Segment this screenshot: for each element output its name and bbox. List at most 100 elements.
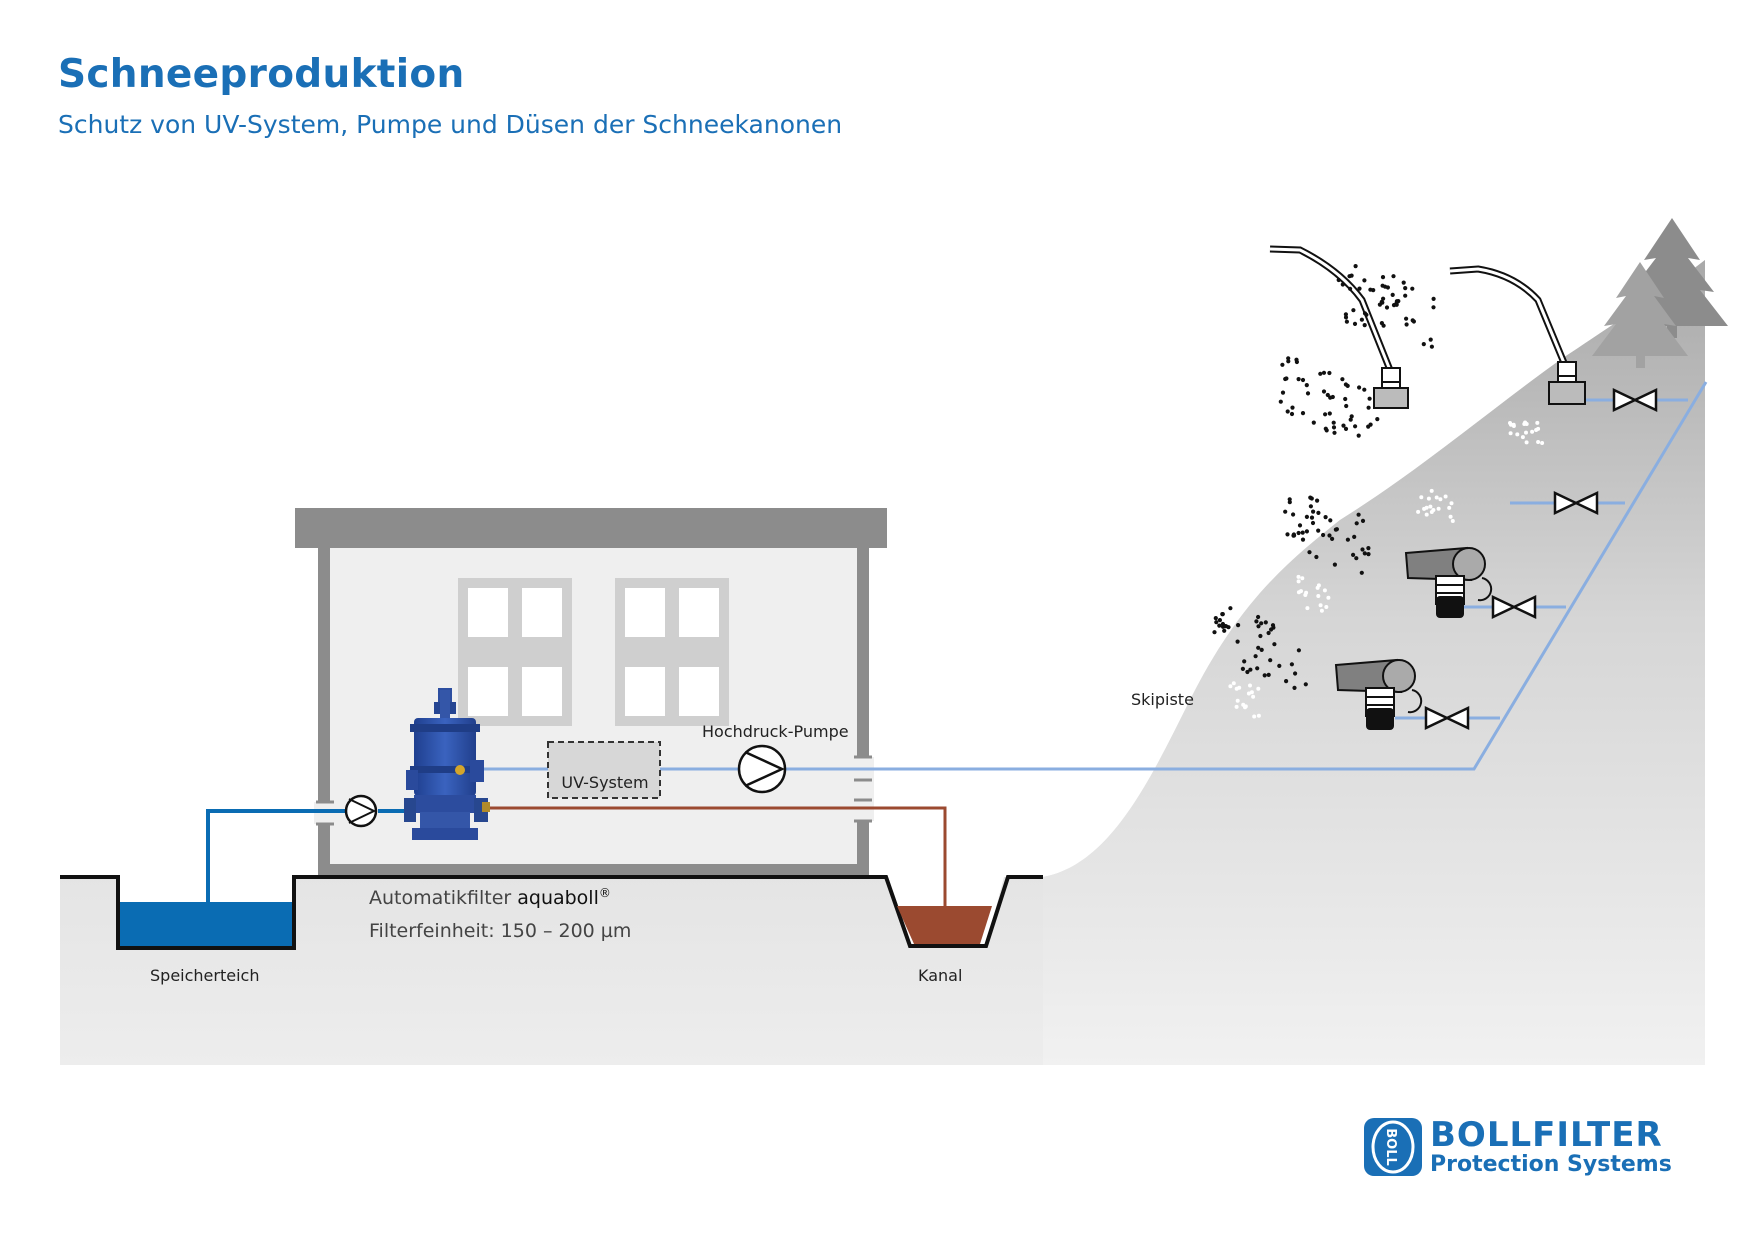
snow-particle <box>1286 356 1291 361</box>
snow-particle <box>1359 570 1364 575</box>
snow-particle <box>1360 518 1366 524</box>
snow-particle <box>1305 391 1311 396</box>
snow-particle <box>1314 554 1319 560</box>
main-supply-pipe <box>470 381 1708 771</box>
snow-particle <box>1255 666 1260 671</box>
snow-particle <box>1359 317 1364 322</box>
snow-particle <box>1318 371 1323 376</box>
snow-particle <box>1323 412 1328 417</box>
snow-particle <box>1217 623 1222 628</box>
valve-icon <box>1553 491 1599 515</box>
snow-particle <box>1424 512 1429 517</box>
snow-particle <box>1356 433 1361 438</box>
hp-pump-label: Hochdruck-Pumpe <box>702 722 849 741</box>
snow-particle <box>1351 552 1356 558</box>
snow-particle <box>1328 518 1333 523</box>
reservoir-label: Speicherteich <box>150 966 259 985</box>
snow-particle <box>1443 494 1448 499</box>
window <box>615 578 729 726</box>
snow-particle <box>1234 686 1239 691</box>
snow-particle <box>1348 286 1353 291</box>
snow-particle <box>1308 504 1313 509</box>
snow-particle <box>1256 645 1261 650</box>
snow-particle <box>1287 500 1292 505</box>
snow-particle <box>1353 424 1358 429</box>
snow-particle <box>1258 633 1263 639</box>
snow-lance-icon <box>1269 245 1409 409</box>
snow-particle <box>1404 316 1409 321</box>
snow-particle <box>1429 488 1434 493</box>
snow-particle <box>1323 515 1328 520</box>
pump-icon <box>737 744 787 794</box>
snow-particle <box>1243 705 1247 710</box>
snow-particle <box>1410 286 1415 291</box>
snow-particle <box>1286 359 1291 364</box>
snow-particle <box>1368 287 1373 292</box>
automatic-filter-icon <box>404 688 490 840</box>
snow-particle <box>1448 514 1453 519</box>
snow-particle <box>1438 497 1443 502</box>
snow-particle <box>1324 428 1329 433</box>
snow-particle <box>1311 420 1316 425</box>
snow-particle <box>1235 698 1240 703</box>
snow-particle <box>1336 277 1341 283</box>
snow-particle <box>1327 370 1332 376</box>
window <box>458 578 572 726</box>
snow-particle <box>1403 293 1408 298</box>
valve-icon <box>1491 595 1537 619</box>
snow-particle <box>1272 642 1277 647</box>
valve-icon <box>1424 706 1470 730</box>
snow-particle <box>1431 296 1436 301</box>
snow-particle <box>1309 515 1315 520</box>
snow-particle <box>1508 431 1513 436</box>
snow-lance-icon <box>1449 265 1586 405</box>
snow-particle <box>1283 509 1288 514</box>
snow-particle <box>1259 621 1264 626</box>
snow-particle <box>1349 414 1354 419</box>
snow-particle <box>1401 280 1406 285</box>
snow-particle <box>1235 639 1240 644</box>
snow-particle <box>1307 550 1312 555</box>
intake-pipe <box>206 809 346 902</box>
snow-particle <box>1362 311 1368 316</box>
snow-particle <box>1540 441 1545 445</box>
snow-particle <box>1344 319 1349 324</box>
snow-particle <box>1296 377 1301 382</box>
snow-cannon-icon <box>1334 658 1423 730</box>
snow-particle <box>1357 286 1362 291</box>
snow-particle <box>1404 322 1409 327</box>
page-title: Schneeproduktion <box>58 52 465 97</box>
snow-particle <box>1522 422 1527 426</box>
snow-particle <box>1381 323 1386 328</box>
snow-particle <box>1280 362 1285 367</box>
pump-house <box>295 508 887 876</box>
snow-particle <box>1296 579 1301 584</box>
boll-emblem-icon: BOLL <box>1364 1118 1422 1176</box>
snow-particle <box>1332 562 1337 567</box>
snow-particle <box>1242 659 1247 664</box>
snow-particle <box>1297 523 1303 528</box>
snow-particle <box>1318 603 1323 608</box>
snow-particle <box>1534 428 1539 432</box>
snow-particle <box>1434 495 1439 500</box>
snow-particle <box>1429 510 1434 514</box>
snow-particle <box>1259 647 1264 653</box>
snow-particle <box>1366 552 1371 557</box>
channel-wastewater <box>897 906 992 944</box>
reservoir-water <box>120 902 292 946</box>
snow-particle <box>1309 496 1314 501</box>
bollfilter-logo: BOLL BOLLFILTER Protection Systems <box>1364 1118 1672 1176</box>
snow-particle <box>1327 533 1332 538</box>
snow-particle <box>1289 411 1295 417</box>
snow-particle <box>1304 529 1309 534</box>
snow-particle <box>1319 608 1324 613</box>
snow-on-slope <box>1228 420 1545 719</box>
svg-text:BOLL: BOLL <box>1383 1128 1398 1166</box>
snow-particle <box>1300 377 1306 383</box>
snow-particle <box>1268 658 1273 663</box>
snow-particle <box>1251 694 1256 699</box>
snow-particle <box>1344 403 1349 409</box>
snow-particle <box>1217 618 1222 623</box>
snow-particle <box>1305 606 1310 611</box>
snow-particle <box>1285 532 1290 537</box>
